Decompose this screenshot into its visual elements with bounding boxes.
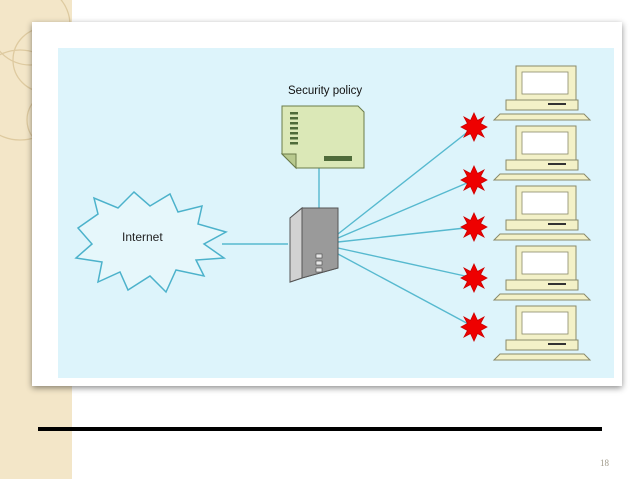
client-computer-5 [460,305,591,361]
computer-icon [493,65,591,121]
internet-cloud: Internet [74,190,228,294]
firewall-to-computer-1-connector [337,126,475,235]
firewall-to-computer-5-connector [337,253,475,328]
threat-burst-icon [460,112,488,142]
security-policy-label: Security policy [288,85,362,97]
threat-burst-icon [460,312,488,342]
firewall-to-computer-3-connector [337,226,475,243]
firewall-to-computer-2-connector [337,179,475,239]
client-computer-4 [460,245,591,301]
computer-icon [493,245,591,301]
internet-label: Internet [122,230,163,244]
threat-burst-icon [460,263,488,293]
threat-burst-icon [460,165,488,195]
security-policy-document: Security policy [280,85,365,170]
page-number: 18 [600,458,609,468]
network-connections [222,126,475,328]
firewall-device [289,206,339,283]
computer-icon [493,305,591,361]
divider-bar [38,427,602,431]
client-computer-3 [460,185,591,242]
computer-icon [493,185,591,241]
client-computer-2 [460,125,591,195]
computer-icon [493,125,591,181]
firewall-to-computer-4-connector [337,247,475,279]
threat-burst-icon [460,212,488,242]
